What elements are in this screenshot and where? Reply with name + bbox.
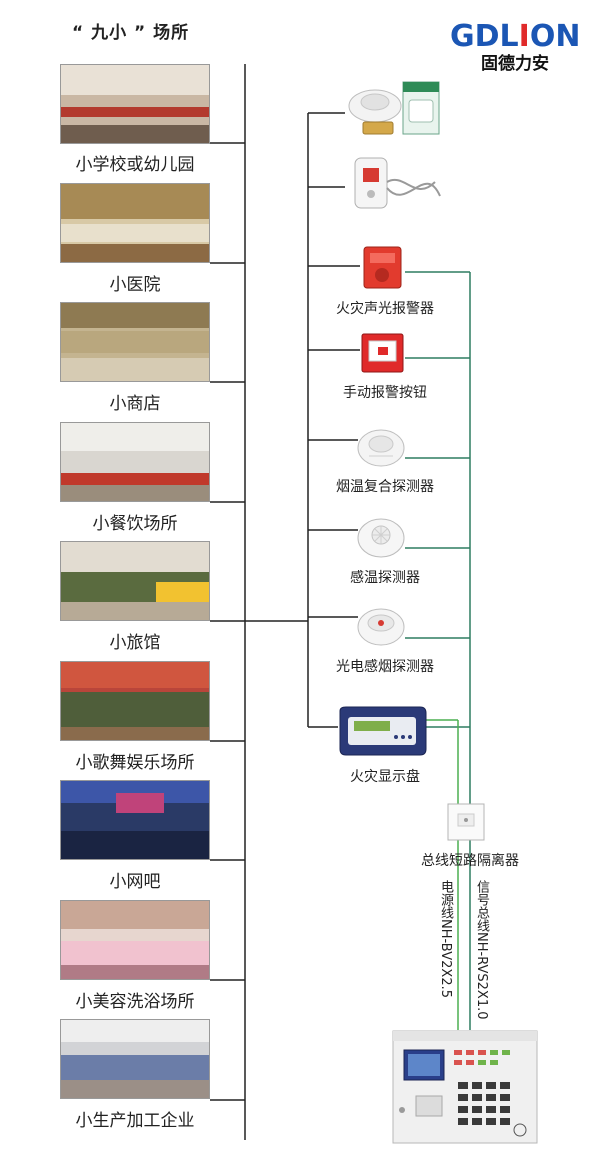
wired-detector-icon [345,152,445,222]
venue-bracket [210,64,308,1140]
venue-label-hospital: 小医院 [109,275,161,295]
venue-label-ktv: 小歌舞娱乐场所 [75,753,195,773]
device-label-fire-display-panel: 火灾显示盘 [350,769,420,785]
venue-photo-beauty-salon [60,900,210,980]
venue-label-restaurant: 小餐饮场所 [92,514,178,534]
isolator-label: 总线短路隔离器 [421,853,519,869]
signal-cable-label: 信号总线NH-RVS2X1.0 [474,880,489,1020]
heat-detector-icon [356,514,406,560]
device-label-manual-call-point: 手动报警按钮 [343,385,427,401]
signal-bus [405,271,471,1030]
venue-photo-school [60,64,210,144]
venue-label-school: 小学校或幼儿园 [75,155,195,175]
venue-photo-store [60,302,210,382]
venue-photo-factory [60,1019,210,1099]
venue-photo-hospital [60,183,210,263]
venue-photo-restaurant [60,422,210,502]
device-label-sound-light-alarm: 火灾声光报警器 [336,301,434,317]
device-label-heat-detector: 感温探测器 [350,570,420,586]
device-label-photoelectric-smoke-detector: 光电感烟探测器 [336,659,434,675]
logo-subtitle: 固德力安 [481,54,549,74]
bus-isolator-icon [446,802,486,842]
venue-photo-internet-cafe [60,780,210,860]
sound-light-alarm-icon [360,245,405,290]
venue-label-hostel: 小旅馆 [109,633,161,653]
manual-call-point-icon [360,332,405,374]
power-line [425,719,459,1030]
device-label-smoke-heat-detector: 烟温复合探测器 [336,479,434,495]
venue-label-factory: 小生产加工企业 [75,1111,195,1131]
venue-photo-hostel [60,541,210,621]
brand-logo: GDLION 固德力安 [450,19,581,75]
smoke-heat-detector-icon [356,424,406,468]
fire-display-panel-icon [336,705,428,757]
fire-alarm-control-panel-icon [392,1030,538,1144]
logo-wordmark: GDLION [450,19,581,54]
power-cable-label: 电源线NH-BV2X2.5 [438,880,453,998]
smoke-detector-kit-icon [345,78,445,142]
venue-label-beauty-salon: 小美容洗浴场所 [75,992,195,1012]
venue-photo-ktv [60,661,210,741]
device-bus [307,112,360,728]
photoelectric-smoke-detector-icon [356,604,406,648]
venue-label-store: 小商店 [109,394,161,414]
page-title: “ 九小 ” 场所 [72,23,190,43]
venue-label-internet-cafe: 小网吧 [109,872,161,892]
